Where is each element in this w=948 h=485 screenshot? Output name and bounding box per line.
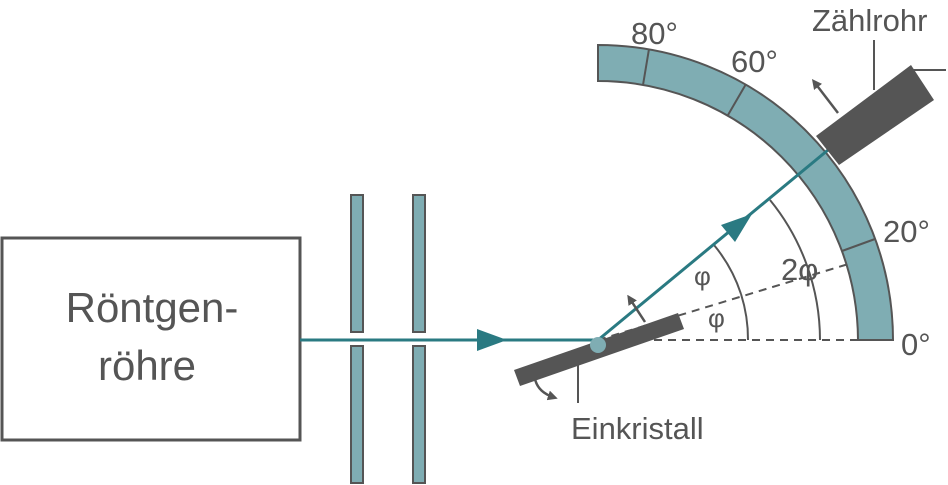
- slit-2-lower: [412, 345, 426, 484]
- crystal-pivot-point: [590, 337, 606, 353]
- angle-arc-two-phi: [769, 199, 821, 341]
- slit-1-upper: [350, 194, 364, 333]
- slit-1-lower: [350, 345, 364, 484]
- angle-label-two-phi: 2φ: [781, 252, 818, 287]
- scale-tick-2: [727, 83, 747, 116]
- scale-tick-4: [841, 238, 876, 252]
- collimator-slits: [350, 194, 426, 484]
- angle-label-phi-lower: φ: [708, 303, 725, 333]
- single-crystal: [514, 294, 684, 403]
- scale-label-60: 60°: [731, 44, 778, 79]
- xray-tube-label-line2: röhre: [98, 342, 196, 389]
- detector-rotation-arrow: [811, 79, 839, 114]
- slit-2-upper: [412, 194, 426, 333]
- detector-body: [816, 65, 934, 165]
- incident-beam-arrowhead: [477, 329, 507, 351]
- crystal-label: Einkristall: [571, 411, 704, 446]
- scale-label-80: 80°: [631, 16, 678, 51]
- angle-scale-arc: [597, 43, 895, 341]
- detector-counter-tube: [811, 40, 946, 165]
- reflected-beam-arrowhead: [721, 214, 752, 242]
- xray-tube-box: [0, 236, 302, 442]
- scale-label-0: 0°: [901, 327, 931, 362]
- detector-label: Zählrohr: [812, 3, 927, 38]
- crystal-rotation-arrow-down: [533, 378, 558, 401]
- crystal-rotation-arrow-up: [627, 294, 647, 323]
- angle-arc-phi-upper: [713, 244, 742, 295]
- xray-tube-label-line1: Röntgen-: [66, 284, 239, 331]
- scale-tick-1: [642, 48, 650, 86]
- angle-label-phi-upper: φ: [694, 261, 711, 291]
- scale-label-20: 20°: [883, 214, 930, 249]
- angle-arc-phi-lower: [740, 293, 750, 341]
